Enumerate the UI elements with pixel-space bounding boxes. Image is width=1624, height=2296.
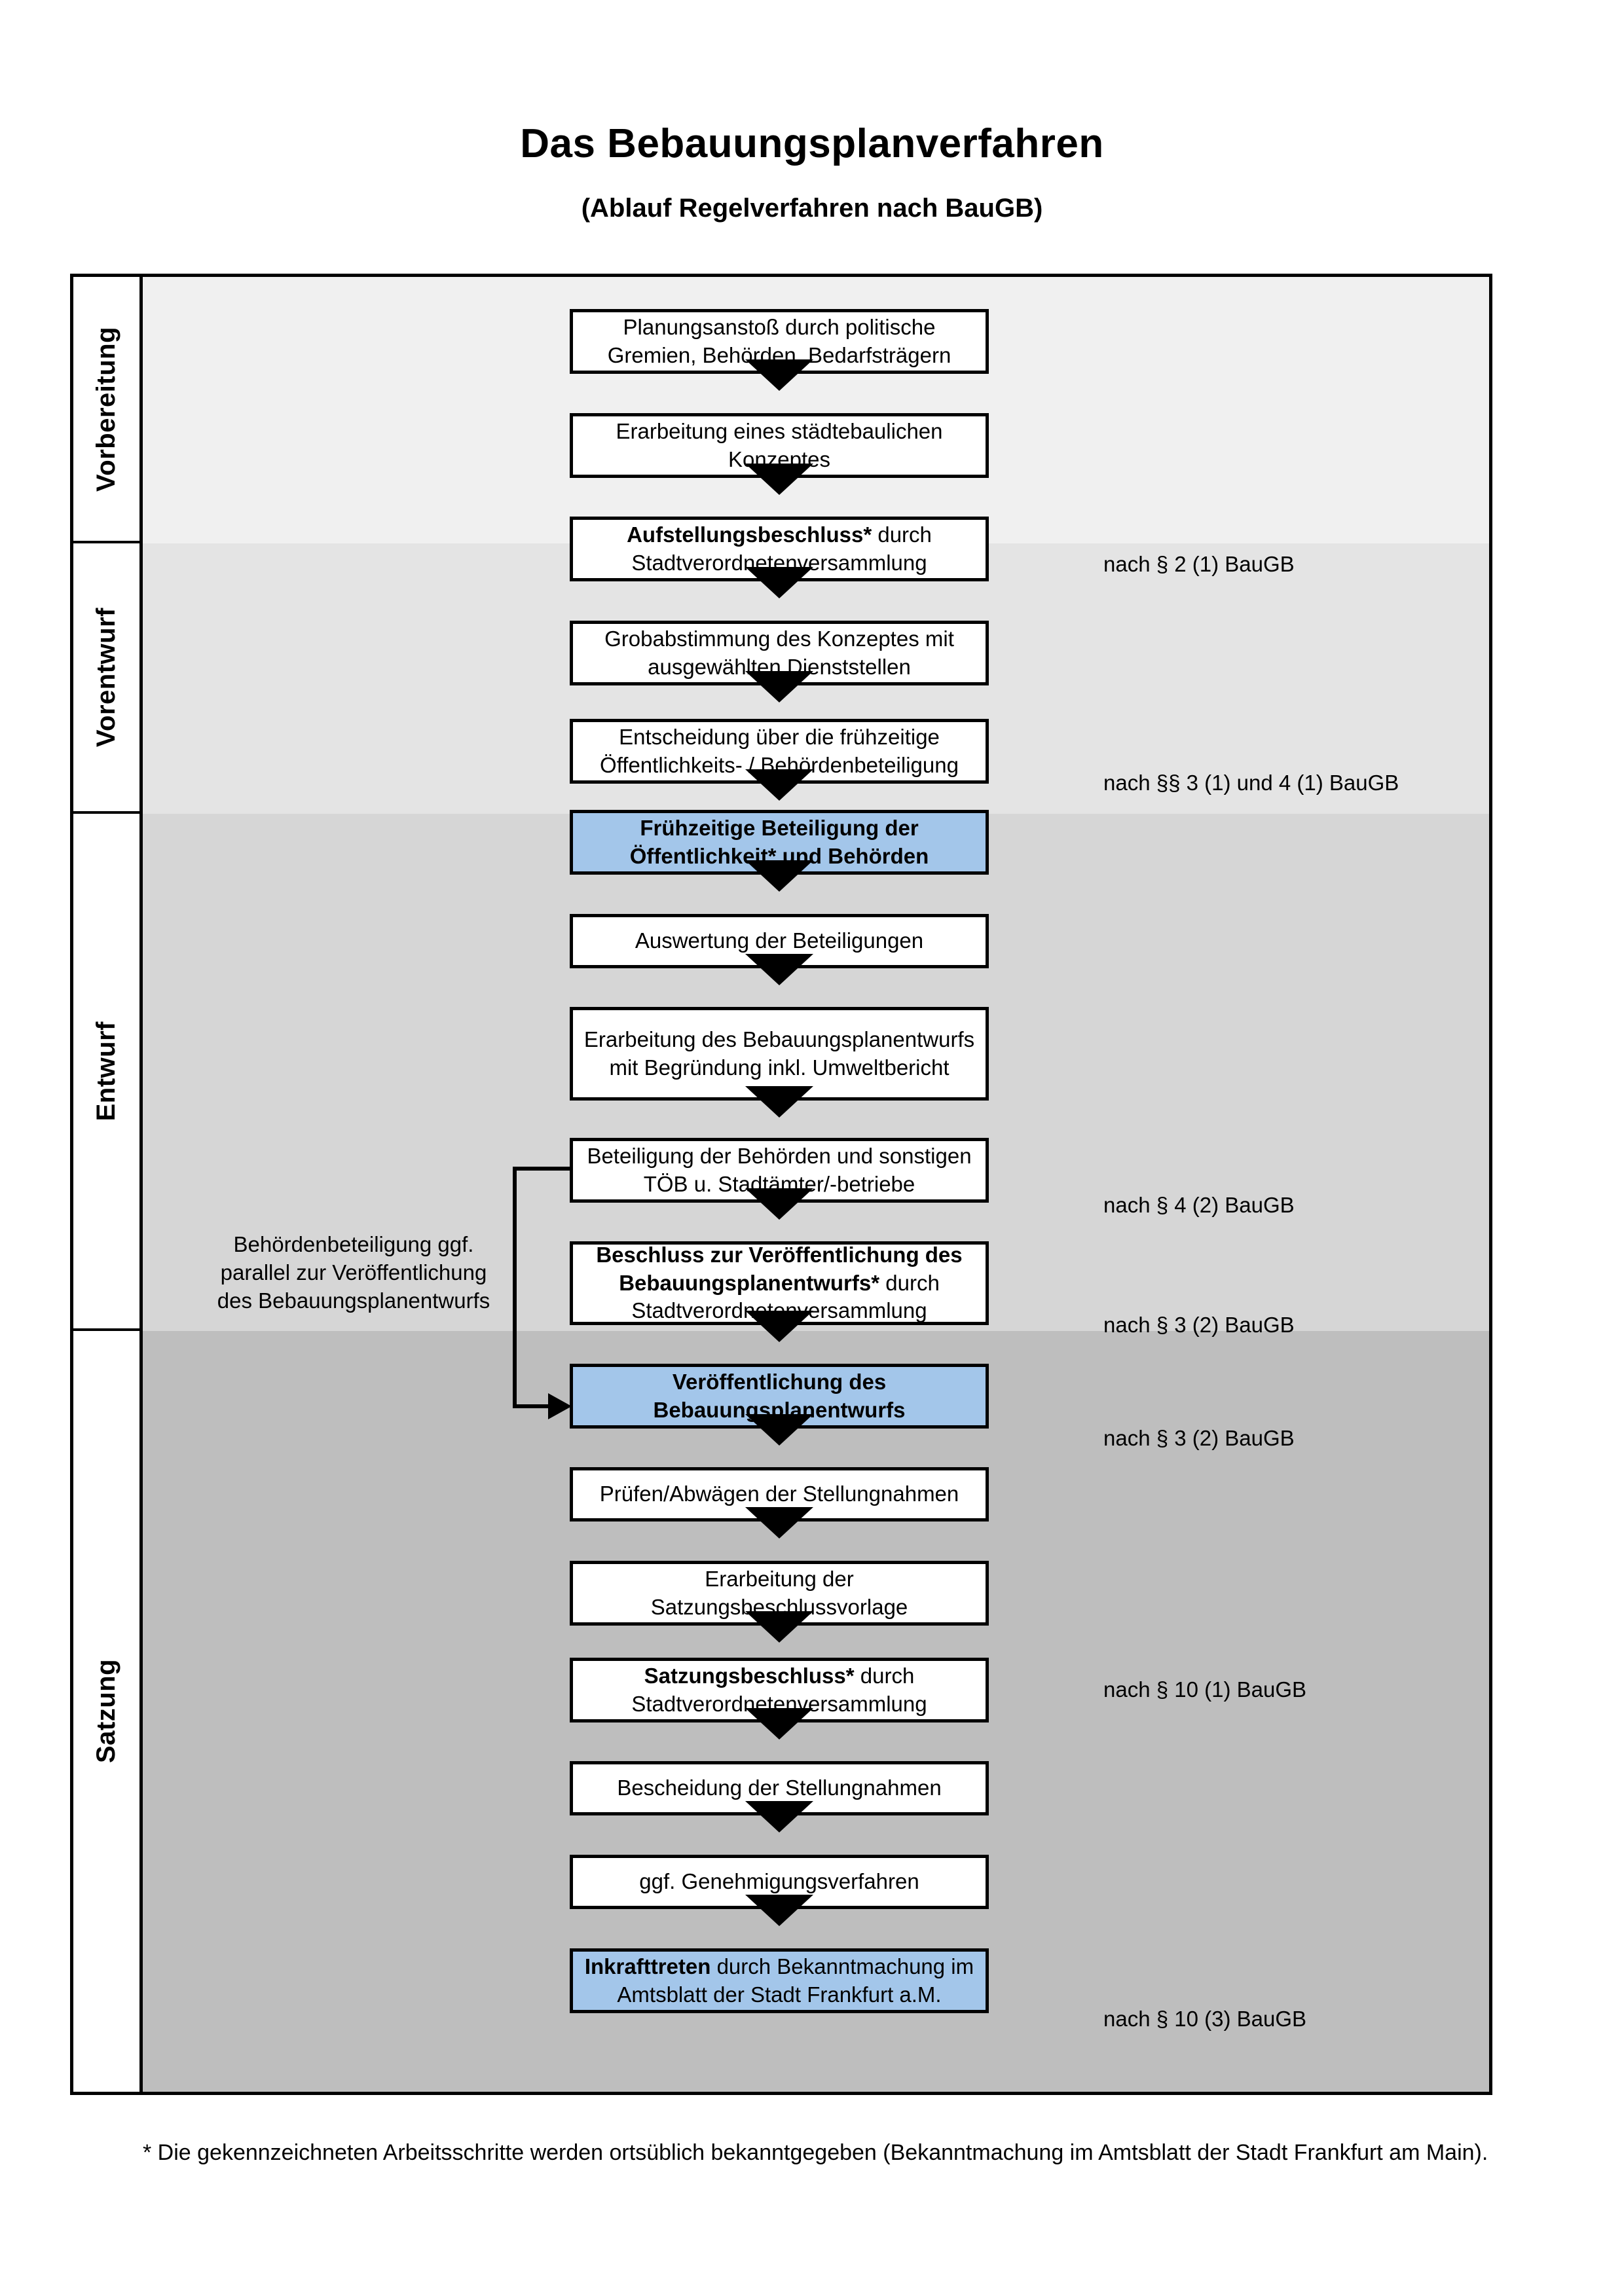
legal-note-n5: nach § 3 (2) BauGB xyxy=(1103,1426,1295,1450)
arrow-down-icon xyxy=(745,359,813,391)
phase-cell-entwurf: Entwurf xyxy=(73,814,139,1331)
legal-note-n1: nach § 2 (1) BauGB xyxy=(1103,552,1295,576)
flowchart-frame: Vorbereitung Vorentwurf Entwurf Satzung … xyxy=(70,274,1492,2095)
arrow-down-icon xyxy=(745,671,813,702)
node-text: Bescheidung der Stellungnahmen xyxy=(617,1776,942,1800)
arrow-down-icon xyxy=(745,1801,813,1832)
arrow-down-icon xyxy=(745,567,813,598)
title-block: Das Bebauungsplanverfahren (Ablauf Regel… xyxy=(0,121,1624,223)
flow-node-s8: Erarbeitung des Bebauungsplanentwurfs mi… xyxy=(570,1007,989,1101)
arrow-down-icon xyxy=(745,1311,813,1342)
legal-note-n6: nach § 10 (1) BauGB xyxy=(1103,1677,1307,1702)
node-bold-text: Aufstellungsbeschluss* xyxy=(627,522,872,547)
phase-label: Entwurf xyxy=(92,1021,120,1121)
phase-label: Vorbereitung xyxy=(92,326,120,492)
arrow-down-icon xyxy=(745,1895,813,1926)
arrow-down-icon xyxy=(745,464,813,495)
phase-cell-satzung: Satzung xyxy=(73,1331,139,2092)
legal-note-n7: nach § 10 (3) BauGB xyxy=(1103,2007,1307,2031)
page-subtitle: (Ablauf Regelverfahren nach BauGB) xyxy=(581,194,1043,223)
arrow-down-icon xyxy=(745,1708,813,1740)
arrow-down-icon xyxy=(745,860,813,892)
parallel-path-connector xyxy=(513,1167,572,1419)
footnote: * Die gekennzeichneten Arbeitsschritte w… xyxy=(143,2140,1488,2165)
node-text: Beteiligung der Behörden und sonstigen T… xyxy=(587,1143,972,1196)
legal-note-n3: nach § 4 (2) BauGB xyxy=(1103,1193,1295,1217)
phase-cell-vorbereitung: Vorbereitung xyxy=(73,277,139,543)
node-text: ggf. Genehmigungsverfahren xyxy=(639,1869,919,1894)
node-text: Entscheidung über die frühzeitige Öffent… xyxy=(600,724,959,777)
page-title: Das Bebauungsplanverfahren xyxy=(520,121,1104,166)
node-bold-text: Inkrafttreten xyxy=(584,1954,711,1978)
node-bold-text: Beschluss zur Veröffentlichung des Bebau… xyxy=(596,1242,963,1295)
node-text: durch Stadtverordnetenversammlung xyxy=(631,1663,927,1716)
legal-note-n4: nach § 3 (2) BauGB xyxy=(1103,1313,1295,1337)
node-bold-text: Satzungsbeschluss* xyxy=(644,1663,855,1688)
legal-note-n2: nach §§ 3 (1) und 4 (1) BauGB xyxy=(1103,771,1399,795)
phase-label: Satzung xyxy=(92,1659,120,1764)
phase-label: Vorentwurf xyxy=(92,607,120,748)
phase-cell-vorentwurf: Vorentwurf xyxy=(73,543,139,814)
arrow-right-icon xyxy=(548,1393,572,1419)
node-text: Auswertung der Beteiligungen xyxy=(635,928,924,953)
phase-rail: Vorbereitung Vorentwurf Entwurf Satzung xyxy=(73,277,143,2092)
node-text: Prüfen/Abwägen der Stellungnahmen xyxy=(599,1482,959,1506)
node-text: durch Bekanntmachung im Amtsblatt der St… xyxy=(617,1954,974,2007)
arrow-down-icon xyxy=(745,1086,813,1118)
arrow-down-icon xyxy=(745,769,813,801)
node-text: Erarbeitung des Bebauungsplanentwurfs mi… xyxy=(583,1027,975,1080)
arrow-down-icon xyxy=(745,1507,813,1539)
side-annotation: Behördenbeteiligung ggf. parallel zur Ve… xyxy=(217,1232,490,1313)
arrow-down-icon xyxy=(745,1188,813,1220)
arrow-down-icon xyxy=(745,1414,813,1446)
flow-node-s17: Inkrafttreten durch Bekanntmachung im Am… xyxy=(570,1948,989,2013)
arrow-down-icon xyxy=(745,954,813,985)
arrow-down-icon xyxy=(745,1611,813,1643)
flow-node-s3: Aufstellungsbeschluss* durch Stadtverord… xyxy=(570,517,989,581)
